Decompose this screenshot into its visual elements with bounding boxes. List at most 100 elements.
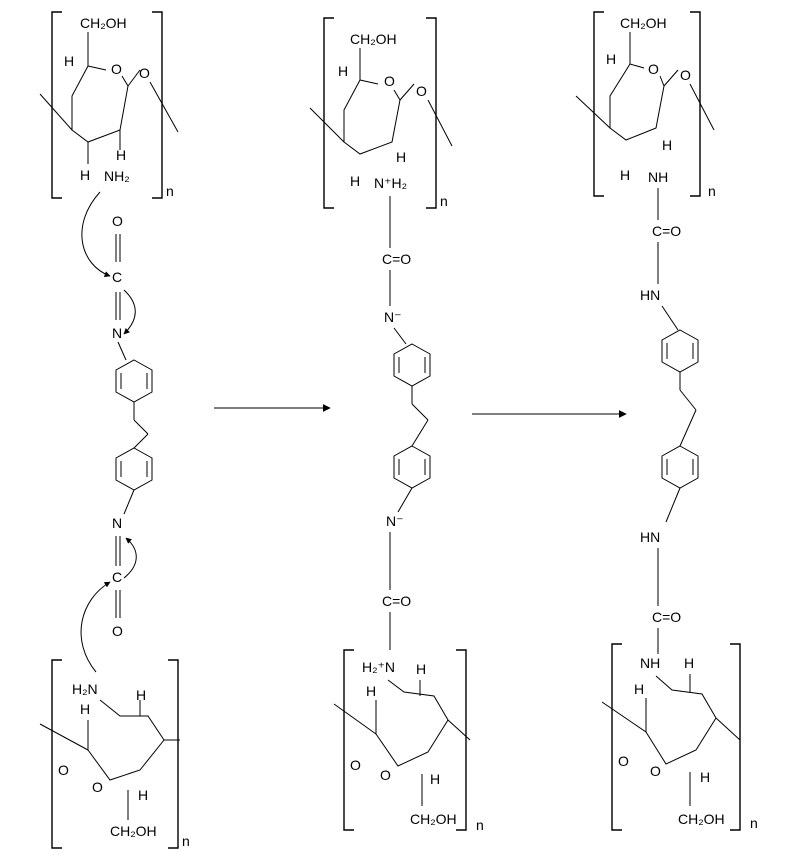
label-n: n [708, 183, 716, 199]
label-ch2oh: CH₂OH [110, 823, 157, 839]
label-n: n [440, 193, 448, 209]
bond [150, 82, 178, 132]
label-c-eq-o: C=O [652, 609, 681, 625]
bond [398, 488, 412, 512]
bond [716, 718, 740, 740]
electron-arrow [124, 290, 135, 334]
label-ring-o: O [380, 767, 391, 783]
label-h: H [430, 771, 440, 787]
electron-arrow [124, 538, 136, 578]
label-h: H [80, 167, 90, 183]
label-h: H [634, 681, 644, 697]
label-glycosidic-o: O [350, 757, 361, 773]
label-glycosidic-o: O [680, 67, 691, 83]
label-h: H [416, 661, 426, 677]
bottom-chitosan-unit: H₂N H H O O H CH₂OH n [40, 660, 190, 849]
label-ch2oh: CH₂OH [620, 15, 667, 31]
electron-arrow [82, 192, 110, 276]
label-ring-o: O [384, 73, 395, 89]
bracket-left [612, 644, 622, 830]
bond [690, 84, 714, 130]
electron-arrow [81, 582, 110, 672]
bond [40, 724, 88, 750]
bottom-chitosan-unit: NH H H O O H CH₂OH n [602, 644, 758, 831]
bracket-left [52, 12, 62, 198]
label-glycosidic-o: O [618, 753, 629, 769]
label-n: n [166, 183, 174, 199]
label-ring-o: O [650, 763, 661, 779]
bond [576, 96, 610, 128]
label-n: n [750, 815, 758, 831]
label-h: H [138, 787, 148, 803]
bond [394, 328, 406, 344]
bond [40, 94, 72, 130]
label-ring-o: O [648, 61, 659, 77]
benzene-ring [662, 446, 698, 488]
label-o: O [112, 213, 123, 229]
label-h: H [606, 51, 616, 67]
label-c-eq-o: C=O [382, 593, 411, 609]
bracket-right [690, 12, 700, 196]
top-chitosan-unit: CH₂OH H O O H H N⁺H₂ n [310, 18, 452, 209]
bracket-left [594, 12, 604, 196]
bracket-right [168, 660, 178, 848]
top-chitosan-unit: CH₂OH H O O H H NH₂ n [40, 12, 178, 199]
reactants: CH₂OH H O O H H NH₂ n O C N [40, 12, 190, 849]
label-ring-o: O [92, 779, 103, 795]
benzene-ring [662, 330, 698, 372]
bracket-right [730, 644, 740, 830]
label-glycosidic-o: O [139, 65, 150, 81]
bond [680, 390, 696, 410]
label-n-minus: N⁻ [386, 513, 404, 529]
product: CH₂OH H O O H H NH n C=O HN HN C=O [576, 12, 758, 831]
label-hn: HN [640, 529, 660, 545]
bond [134, 420, 148, 434]
bond [666, 488, 680, 522]
bond [310, 108, 344, 142]
label-n: n [182, 833, 190, 849]
top-chitosan-unit: CH₂OH H O O H H NH n [576, 12, 716, 199]
label-n: N [112, 325, 122, 341]
label-h: H [338, 63, 348, 79]
label-h2n: H₂N [72, 681, 98, 697]
bottom-chitosan-unit: H₂⁺N H H O O H CH₂OH n [334, 650, 484, 833]
bond [664, 70, 678, 86]
label-glycosidic-o: O [416, 83, 427, 99]
label-ring-o: O [111, 61, 122, 77]
bond [428, 100, 452, 146]
bracket-left [344, 650, 354, 830]
label-c-eq-o: C=O [382, 251, 411, 267]
label-h: H [136, 687, 146, 703]
bracket-right [456, 650, 466, 830]
label-hn: HN [640, 287, 660, 303]
label-h: H [684, 655, 694, 671]
label-h: H [116, 147, 126, 163]
label-h: H [620, 167, 630, 183]
label-ch2oh: CH₂OH [350, 31, 397, 47]
label-h: H [700, 769, 710, 785]
label-nh2: NH₂ [104, 168, 130, 184]
label-n: n [476, 817, 484, 833]
label-n-minus: N⁻ [384, 309, 402, 325]
bracket-left [52, 660, 62, 848]
label-h: H [366, 683, 376, 699]
label-nh3-plus: N⁺H₂ [374, 175, 407, 191]
ring [646, 676, 716, 764]
benzene-ring [394, 446, 430, 488]
bond [400, 84, 414, 100]
ring [344, 80, 400, 154]
label-h: H [64, 53, 74, 69]
bond [412, 404, 428, 420]
benzene-ring [116, 360, 152, 402]
bond [334, 704, 376, 734]
bond [602, 702, 646, 732]
ring [88, 700, 164, 780]
bond [662, 306, 678, 330]
label-c: C [112, 569, 122, 585]
label-o: O [112, 623, 123, 639]
label-h2n-plus: H₂⁺N [362, 659, 395, 675]
label-h: H [662, 137, 672, 153]
intermediate: CH₂OH H O O H H N⁺H₂ n C=O N⁻ N⁻ C=O [310, 18, 484, 833]
label-c-eq-o: C=O [652, 223, 681, 239]
